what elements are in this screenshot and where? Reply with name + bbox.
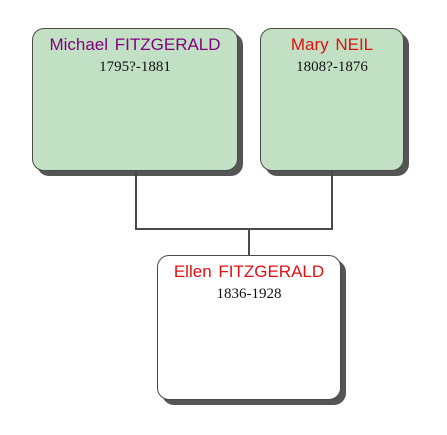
child-dates: 1836-1928 [216, 286, 282, 302]
father-card[interactable]: Michael FITZGERALD 1795?-1881 [32, 28, 238, 171]
mother-name: Mary NEIL [290, 35, 374, 54]
father-drop-line [135, 171, 137, 229]
mother-drop-line [331, 171, 333, 229]
father-name: Michael FITZGERALD [49, 35, 221, 54]
parents-connector-line [135, 228, 333, 230]
father-dates: 1795?-1881 [99, 59, 171, 75]
child-card[interactable]: Ellen FITZGERALD 1836-1928 [157, 255, 341, 400]
mother-card[interactable]: Mary NEIL 1808?-1876 [260, 28, 404, 171]
child-connector-line [248, 228, 250, 256]
child-name: Ellen FITZGERALD [173, 262, 325, 281]
mother-dates: 1808?-1876 [296, 59, 368, 75]
